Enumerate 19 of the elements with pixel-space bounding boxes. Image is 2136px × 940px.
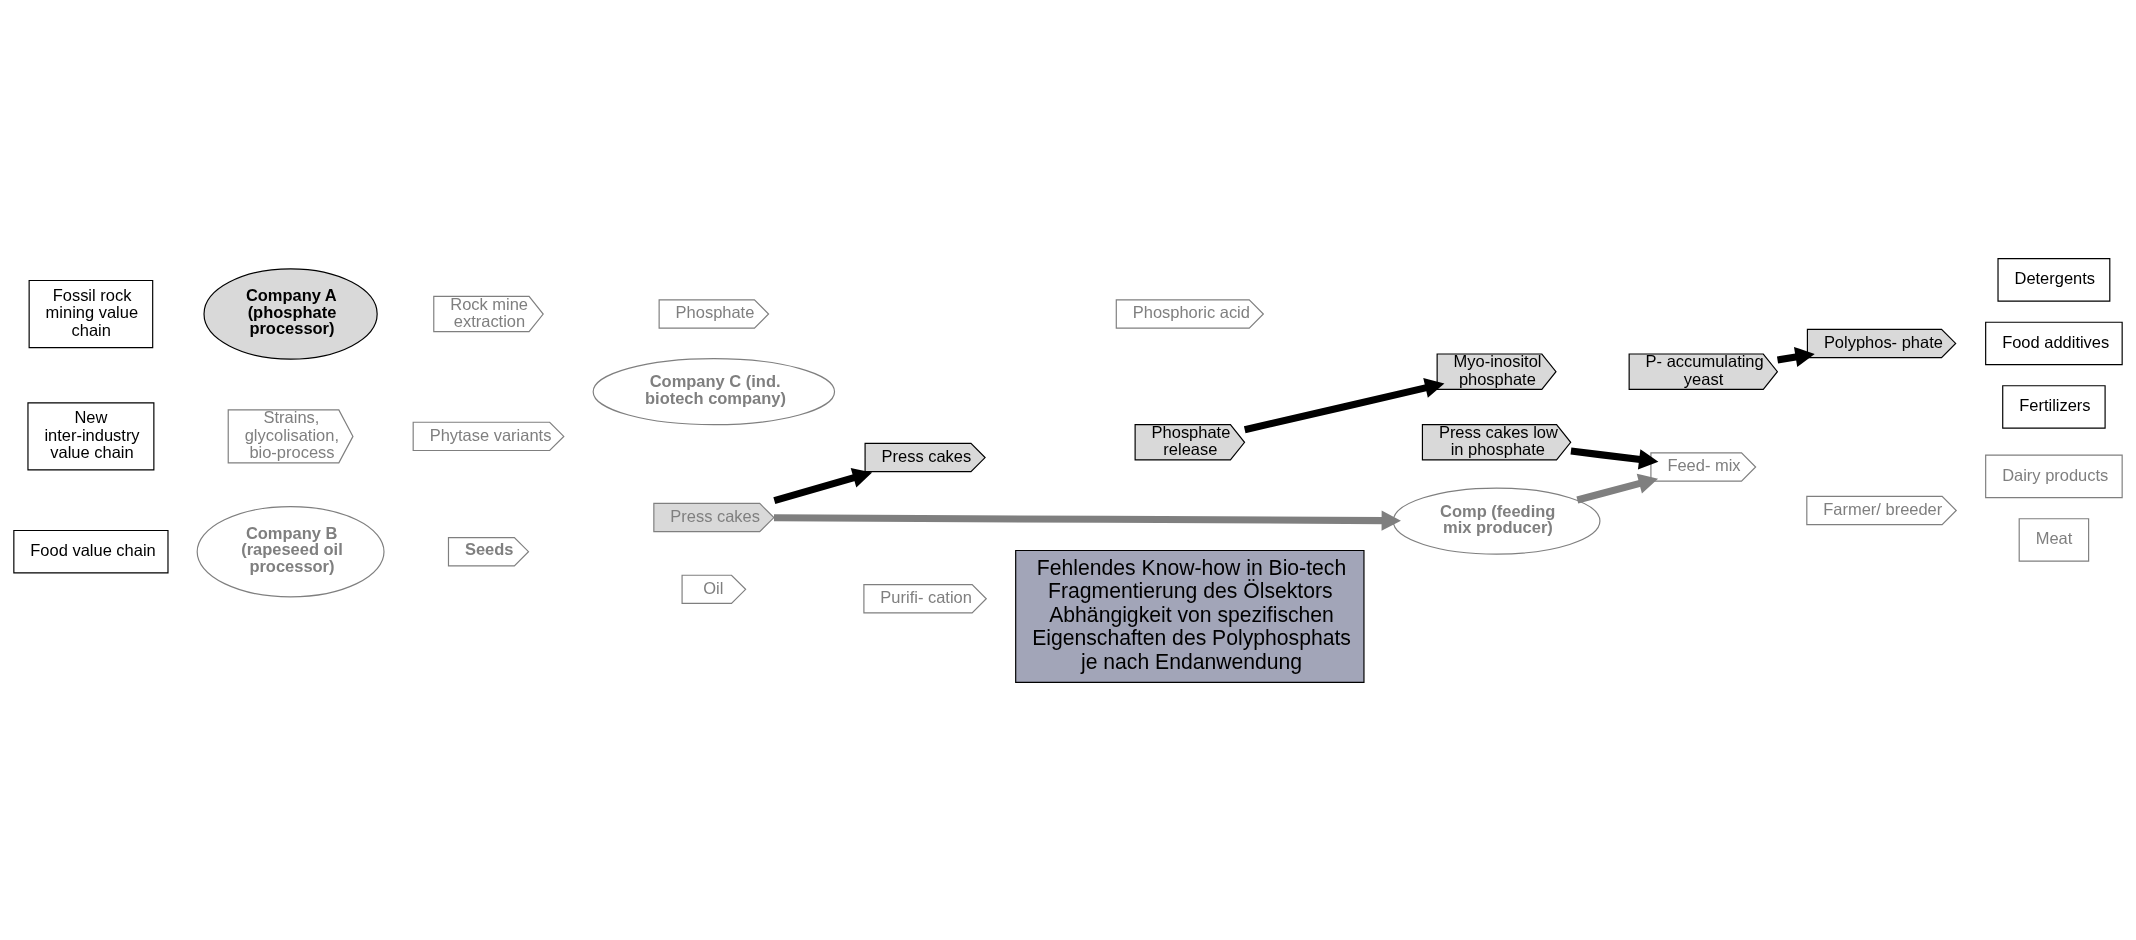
arrow [1576,473,1659,503]
node-box: Fossil rock mining value chain [28,279,154,348]
node-box: New inter-industry value chain [27,401,155,470]
node-box: Detergents [1997,257,2111,302]
arrow [1776,346,1815,367]
node-box: Dairy products [1985,454,2123,498]
node-box: Food additives [1985,321,2123,365]
node-ellipse: Company B (rapeseed oil processor) [196,505,385,597]
node-ellipse: Company A (phosphate processor) [203,267,378,360]
node-box: Fertilizers [2002,384,2106,429]
arrow [774,509,1401,531]
node-box: Meat [2018,517,2090,562]
arrow [773,467,873,504]
node-ellipse: Company C (ind. biotech company) [592,357,836,425]
node-box: Food value chain [13,529,169,573]
node-ellipse: Comp (feeding mix producer) [1392,487,1601,555]
arrow [1570,447,1659,469]
arrow [1243,377,1445,433]
node-box: Fehlendes Know-how in Bio-tech Fragmentierung des Ölsektors Abhängigkeit von spezifischen Eigenschaften des Polyphosphats je nach Endanwendung [1015,549,1365,683]
